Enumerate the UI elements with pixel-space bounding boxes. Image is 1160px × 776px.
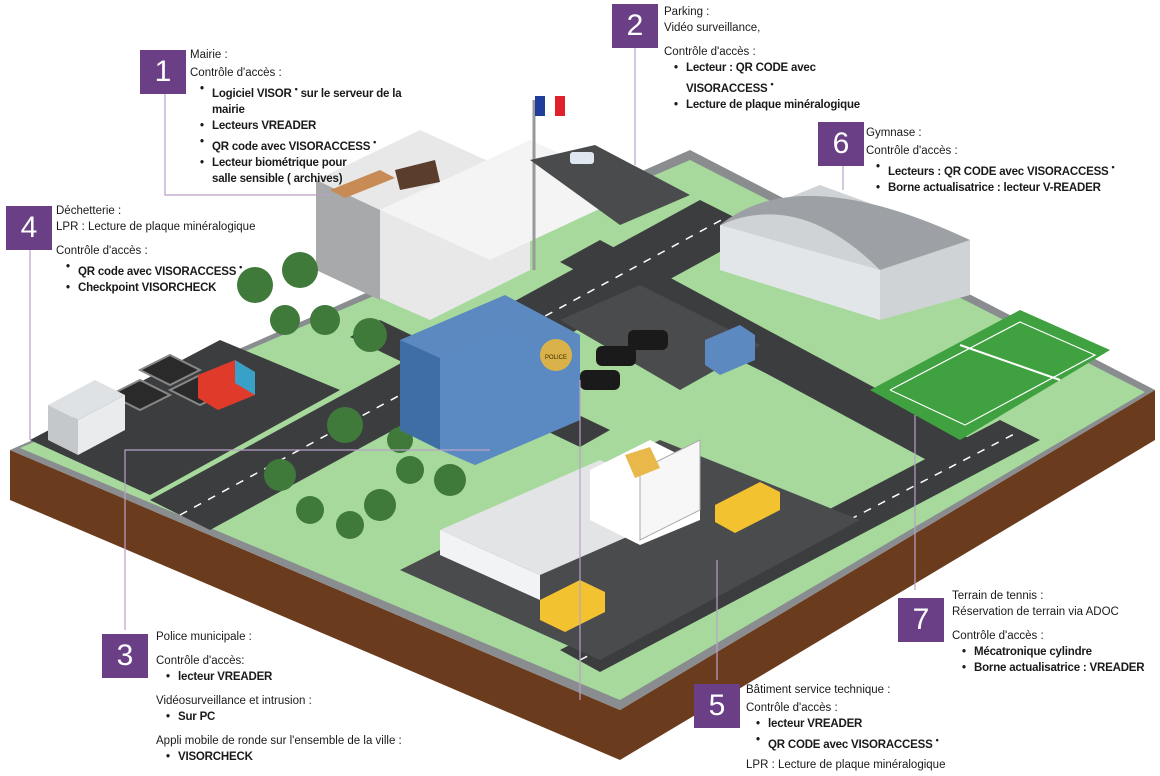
list-item: lecteur VREADER: [166, 669, 426, 685]
callout-list: QR code avec VISORACCESS• Checkpoint VIS…: [56, 259, 286, 296]
callout-subtitle: Contrôle d'accès :: [952, 630, 1044, 642]
callout-parking: Parking : Vidéo surveillance, Contrôle d…: [664, 4, 904, 113]
callout-list: Sur PC: [156, 709, 426, 725]
callout-number-3: 3: [102, 634, 148, 678]
list-item: Lecteurs : QR CODE avec VISORACCESS•: [876, 159, 1126, 180]
callout-subtitle: Contrôle d'accès :: [664, 46, 756, 58]
callout-line: LPR : Lecture de plaque minéralogique: [56, 221, 256, 233]
callout-title: Terrain de tennis :: [952, 590, 1044, 602]
leader-lines: [29, 40, 916, 700]
list-item: QR CODE avec VISORACCESS•: [756, 732, 1006, 753]
callout-subtitle: Contrôle d'accès:: [156, 655, 245, 667]
callout-tennis: Terrain de tennis : Réservation de terra…: [952, 588, 1152, 676]
list-item: QR code avec VISORACCESS•: [66, 259, 286, 280]
callout-subtitle: Contrôle d'accès :: [56, 245, 148, 257]
list-item: Logiciel VISOR• sur le serveur de la mai…: [200, 81, 430, 118]
callout-line: Réservation de terrain via ADOC: [952, 606, 1119, 618]
list-item: Lecteurs VREADER: [200, 118, 430, 134]
parking-area: [530, 145, 690, 225]
police-parking: [560, 285, 760, 390]
callout-number-4: 4: [6, 206, 52, 250]
list-item: Lecteur biométrique pour salle sensible …: [200, 155, 362, 187]
callout-title: Mairie :: [190, 49, 228, 61]
callout-list: Logiciel VISOR• sur le serveur de la mai…: [190, 81, 430, 187]
callout-section: Vidéosurveillance et intrusion :: [156, 695, 312, 707]
callout-number-6: 6: [818, 122, 864, 166]
callout-list: Lecteur : QR CODE avec VISORACCESS• Lect…: [664, 60, 904, 113]
list-item: lecteur VREADER: [756, 716, 1006, 732]
list-item: VISORCHECK: [166, 749, 426, 765]
callout-title: Police municipale :: [156, 631, 252, 643]
callout-title: Parking :: [664, 6, 710, 18]
police-building: POLICE: [400, 295, 580, 465]
dechetterie: [30, 340, 340, 495]
callout-mairie: Mairie : Contrôle d'accès : Logiciel VIS…: [190, 47, 430, 187]
police-badge-icon: [540, 339, 572, 371]
list-item: Checkpoint VISORCHECK: [66, 280, 286, 296]
list-item: QR code avec VISORACCESS•: [200, 134, 430, 155]
callout-title: Bâtiment service technique :: [746, 684, 891, 696]
callout-line: Vidéo surveillance,: [664, 22, 761, 34]
police-badge-text: POLICE: [545, 355, 567, 361]
list-item: Sur PC: [166, 709, 426, 725]
callout-number-2: 2: [612, 4, 658, 48]
callout-service-technique: Bâtiment service technique : Contrôle d'…: [746, 682, 1006, 773]
callout-footer: LPR : Lecture de plaque minéralogique: [746, 758, 946, 771]
list-item: Mécatronique cylindre: [962, 644, 1152, 660]
callout-subtitle: Contrôle d'accès :: [746, 702, 838, 714]
callout-list: Lecteurs : QR CODE avec VISORACCESS• Bor…: [866, 159, 1126, 196]
callout-title: Gymnase :: [866, 127, 922, 139]
callout-list: lecteur VREADER: [156, 669, 426, 685]
callout-subtitle: Contrôle d'accès :: [866, 145, 958, 157]
list-item: Lecture de plaque minéralogique: [674, 97, 904, 113]
list-item: Borne actualisatrice : VREADER: [962, 660, 1152, 676]
callout-subtitle: Contrôle d'accès :: [190, 67, 282, 79]
list-item: Lecteur : QR CODE avec VISORACCESS•: [674, 60, 904, 97]
callout-number-1: 1: [140, 50, 186, 94]
callout-number-7: 7: [898, 598, 944, 642]
technical-building: [400, 439, 860, 660]
tennis-court: [870, 310, 1110, 440]
callout-list: Mécatronique cylindre Borne actualisatri…: [952, 644, 1152, 676]
callout-dechetterie: Déchetterie : LPR : Lecture de plaque mi…: [56, 203, 286, 296]
callout-title: Déchetterie :: [56, 205, 122, 217]
list-item: Borne actualisatrice : lecteur V-READER: [876, 180, 1126, 196]
callout-section: Appli mobile de ronde sur l'ensemble de …: [156, 735, 402, 747]
callout-gymnase: Gymnase : Contrôle d'accès : Lecteurs : …: [866, 125, 1126, 196]
gymnase-building: [720, 185, 970, 320]
callout-list: VISORCHECK: [156, 749, 426, 765]
callout-police: Police municipale : Contrôle d'accès: le…: [156, 629, 426, 765]
callout-number-5: 5: [694, 684, 740, 728]
callout-list: lecteur VREADER QR CODE avec VISORACCESS…: [746, 716, 1006, 753]
